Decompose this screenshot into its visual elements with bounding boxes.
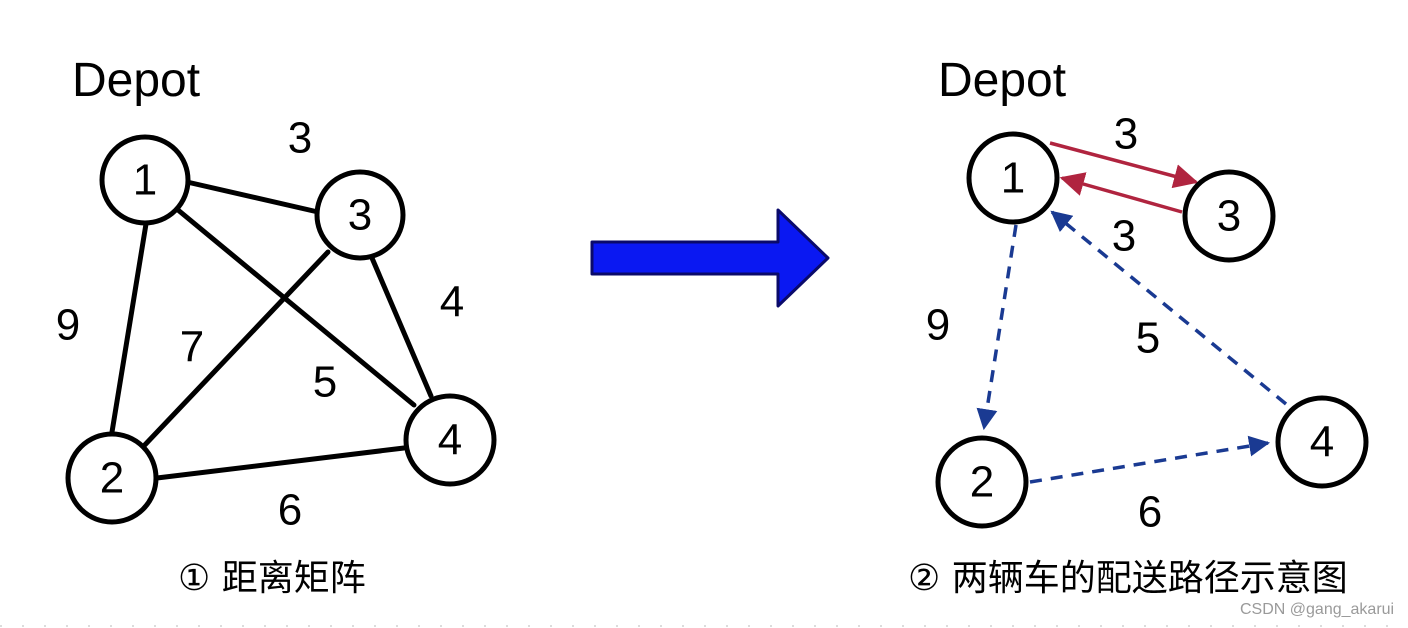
node-4-label-left: 4 [438,416,462,465]
distance-graph: Depot 1 2 3 4 3 9 7 5 4 6 ① 距 [56,54,497,599]
node-2-left [65,431,159,525]
node-4-label-right: 4 [1310,418,1334,467]
graph-nodes-left: 1 2 3 4 [65,134,497,525]
node-1-label-left: 1 [133,156,157,205]
edge-1-3-left [184,179,321,215]
route-1-to-2 [976,224,1018,431]
weight-1-3-left: 3 [288,114,312,163]
route-3-to-1 [1059,172,1183,214]
depot-label-right: Depot [938,54,1066,107]
edge-2-4-left [154,445,407,481]
node-3-label-right: 3 [1217,192,1241,241]
caption-left: ① 距离矩阵 [178,558,366,599]
weight-1-2-right: 9 [926,301,950,350]
depot-label-left: Depot [72,54,200,107]
transform-arrow-icon [590,208,830,308]
graph-edges-left [109,179,434,481]
route-graph: Depot 1 2 3 4 3 3 9 5 6 [908,54,1369,599]
node-2-label-right: 2 [970,458,994,507]
edge-3-4-left [369,255,434,399]
weight-1-4-left: 5 [313,358,337,407]
route-2-to-4 [1029,435,1271,484]
weight-1-2-left: 9 [56,301,80,350]
weight-1-3-top-right: 3 [1114,110,1138,159]
node-1-right [966,131,1060,225]
caption-right: ② 两辆车的配送路径示意图 [908,558,1348,599]
edge-1-2-left [109,221,149,435]
edge-1-4-left [175,207,417,408]
node-1-left [99,134,191,226]
weight-2-4-left: 6 [278,486,302,535]
route-1-to-3 [1049,141,1199,189]
node-4-right [1275,395,1369,489]
node-2-right [935,435,1029,529]
route-vehicle-2 [976,210,1288,484]
node-4-left [403,393,497,487]
edge-weights-left: 3 9 7 5 4 6 [56,114,464,535]
route-4-to-1 [1050,210,1288,406]
graph-nodes-right: 1 2 3 4 [935,131,1369,529]
weight-1-3-bottom-right: 3 [1112,212,1136,261]
edge-weights-right: 3 3 9 5 6 [926,110,1162,537]
node-3-left [314,169,406,261]
node-3-label-left: 3 [348,191,372,240]
weight-4-1-right: 5 [1136,314,1160,363]
edge-3-2-left [137,249,331,453]
route-vehicle-1 [1049,141,1199,214]
weight-3-4-left: 4 [440,278,464,327]
weight-2-3-left: 7 [180,323,204,372]
node-2-label-left: 2 [100,454,124,503]
watermark: CSDN @gang_akarui [1240,601,1394,618]
node-1-label-right: 1 [1001,154,1025,203]
node-3-right [1182,169,1276,263]
weight-2-4-right: 6 [1138,488,1162,537]
